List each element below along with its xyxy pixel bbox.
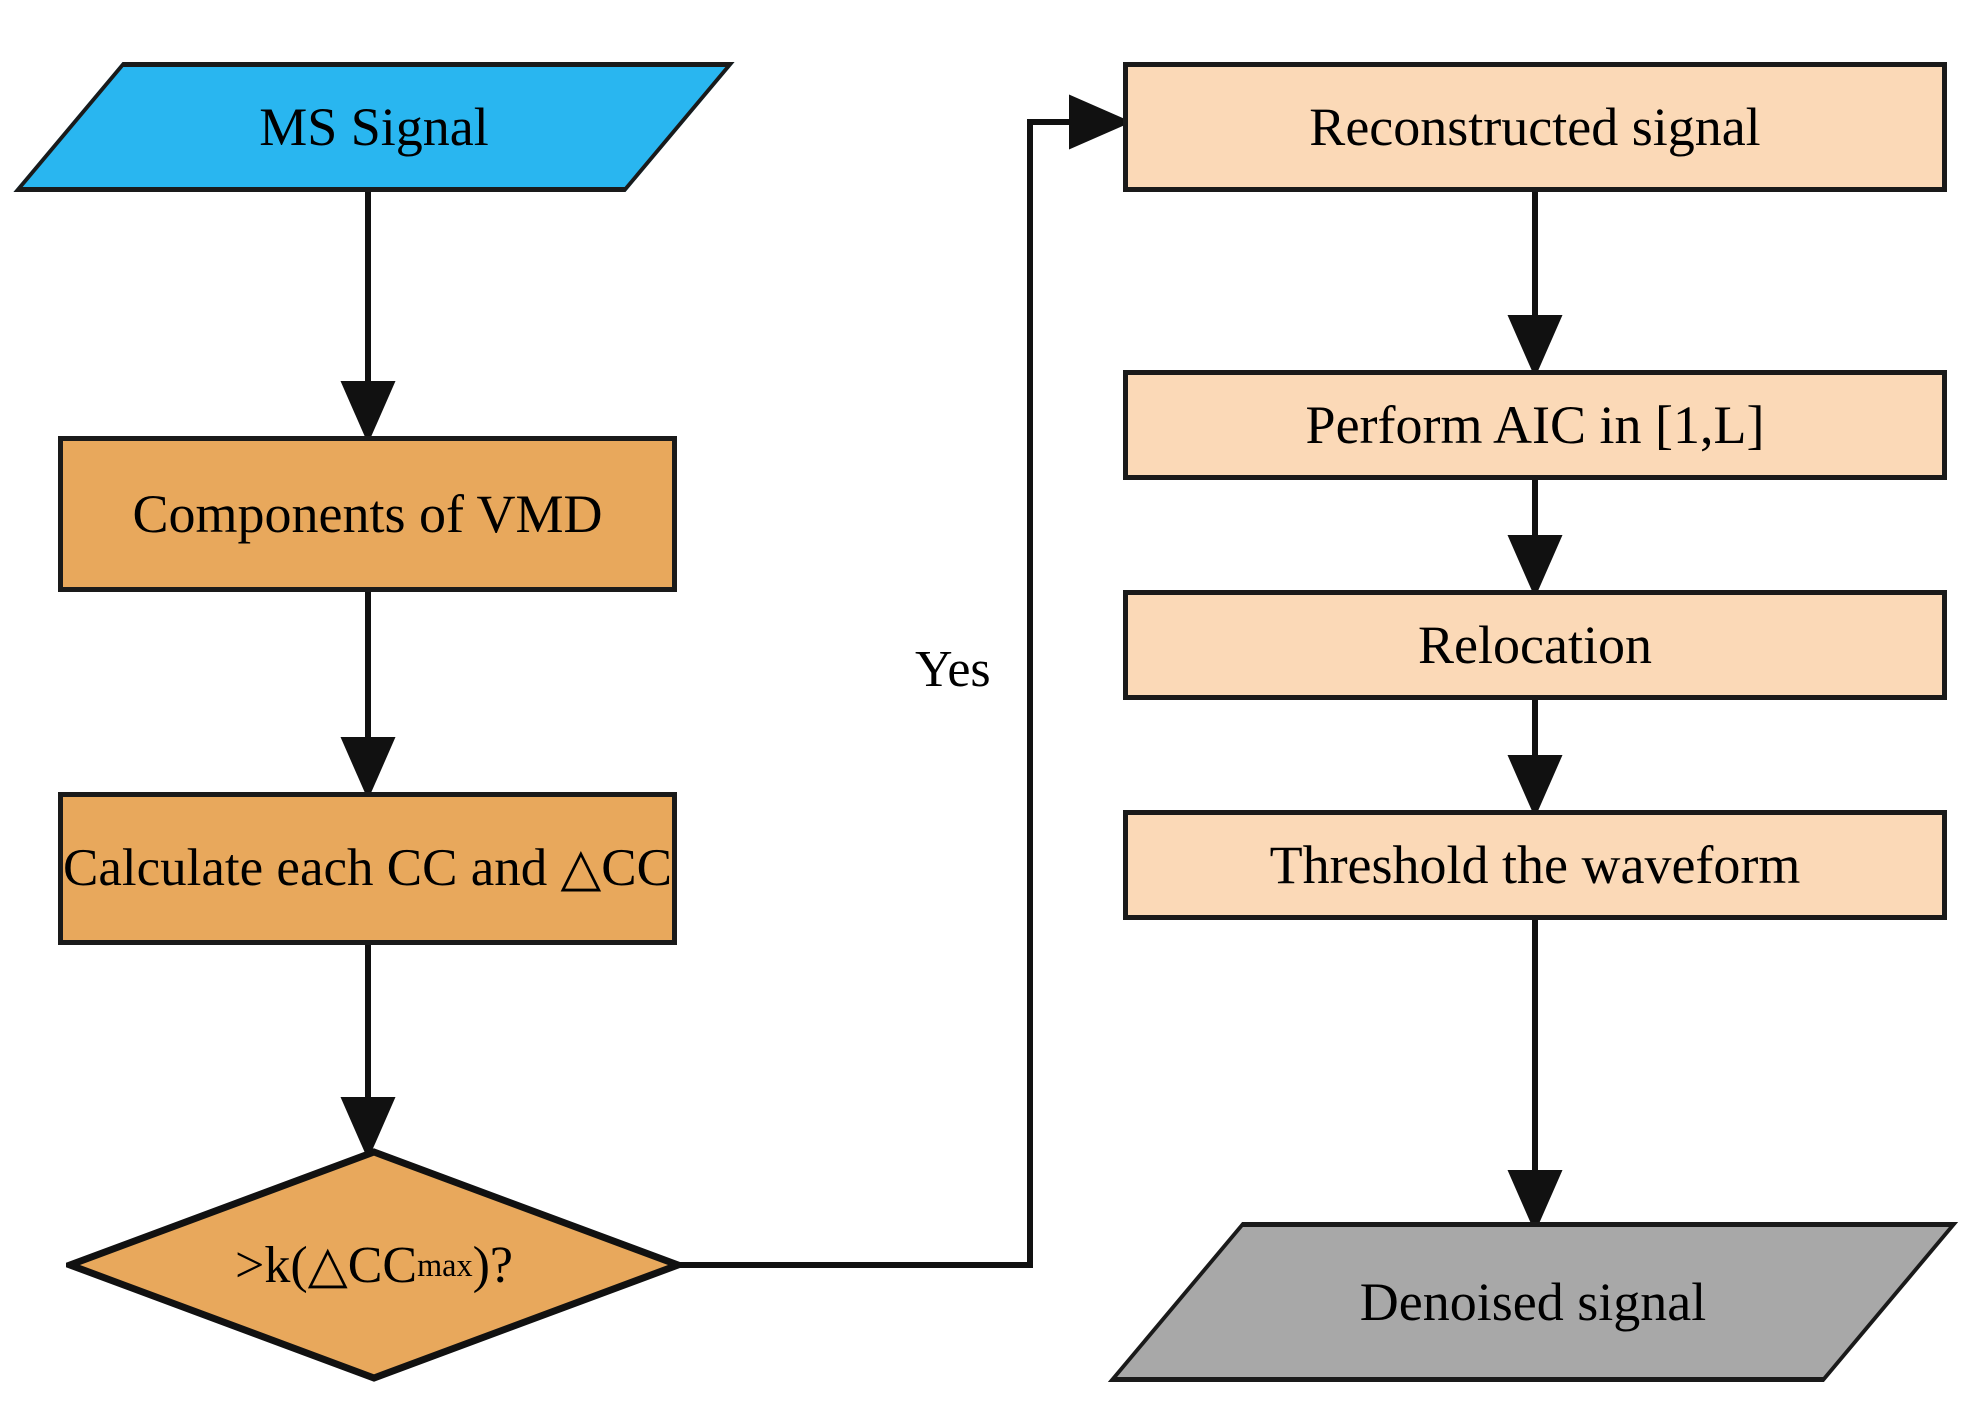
decision-text-post: )? (472, 1236, 513, 1294)
decision-text-mid: CC (347, 1236, 418, 1294)
decision-text-subscript: max (417, 1246, 473, 1283)
relocation-label: Relocation (1418, 614, 1652, 675)
decision-text-pre: >k( (235, 1236, 308, 1294)
decision-diamond-shape (66, 1148, 682, 1382)
node-reconstructed-signal[interactable]: Reconstructed signal (1123, 62, 1947, 192)
threshold-waveform-label: Threshold the waveform (1269, 834, 1801, 895)
calculate-cc-label: Calculate each CC and △CC (63, 838, 672, 897)
node-denoised-signal[interactable]: Denoised signal (1107, 1222, 1959, 1382)
delta-triangle-icon: △ (560, 838, 602, 897)
node-perform-aic[interactable]: Perform AIC in [1,L] (1123, 370, 1947, 480)
arrow-decision-yes-to-reconstructed (680, 94, 1132, 1268)
calculate-cc-text-pre: Calculate each CC and (63, 838, 561, 897)
node-relocation[interactable]: Relocation (1123, 590, 1947, 700)
node-threshold-waveform[interactable]: Threshold the waveform (1123, 810, 1947, 920)
node-ms-signal[interactable]: MS Signal (13, 62, 735, 192)
perform-aic-label: Perform AIC in [1,L] (1305, 394, 1765, 455)
components-of-vmd-label: Components of VMD (132, 483, 603, 544)
node-components-of-vmd[interactable]: Components of VMD (58, 436, 677, 592)
node-calculate-cc[interactable]: Calculate each CC and △CC (58, 792, 677, 945)
calculate-cc-text-post: CC (601, 838, 672, 897)
ms-signal-label: MS Signal (259, 97, 489, 157)
reconstructed-signal-label: Reconstructed signal (1309, 96, 1761, 157)
delta-triangle-icon: △ (307, 1237, 348, 1294)
edge-label-yes: Yes (915, 641, 991, 698)
denoised-signal-label: Denoised signal (1359, 1272, 1707, 1332)
